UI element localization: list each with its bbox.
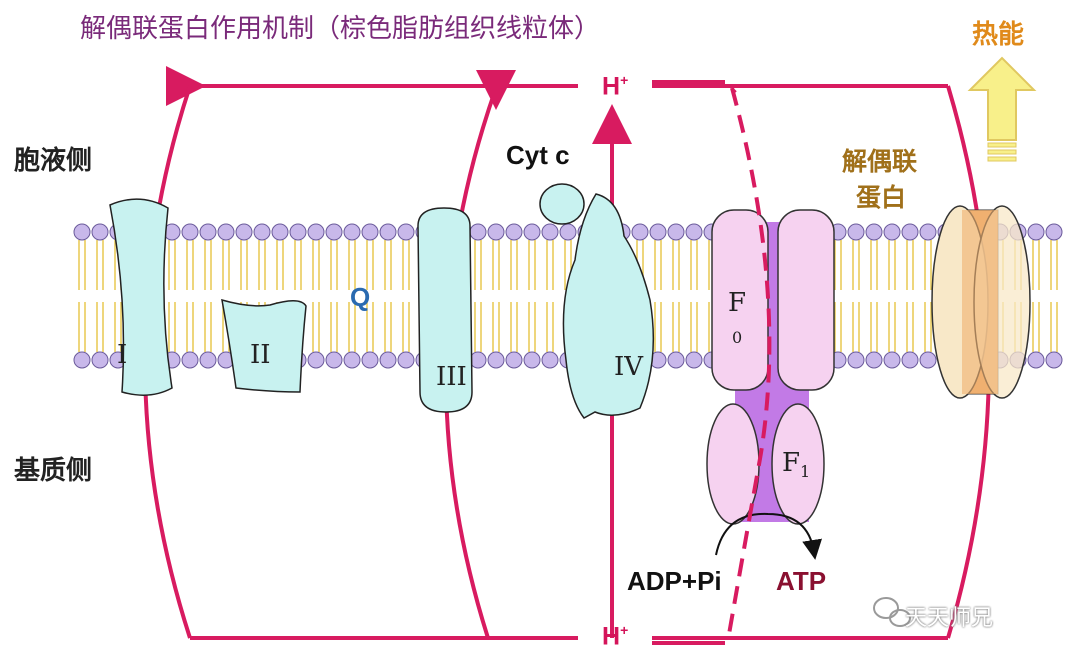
f0-subscript: 0 [732,328,743,347]
atp-label: ATP [776,566,827,596]
cytosol-side-label: 胞液侧 [14,146,93,176]
cyt-c-label: Cyt c [506,140,570,170]
complex-4-shape [562,193,655,419]
complex-3-label: III [436,362,467,392]
matrix-side-label: 基质侧 [14,456,93,486]
complex-3-shape [417,207,473,413]
atp-synthase [706,209,835,560]
watermark: 天天师兄 [905,606,994,631]
complex-2-shape [221,298,307,393]
uncoupling-protein [931,205,1031,399]
ucp-label-line2: 蛋白 [856,183,907,212]
heat-arrow-icon [967,56,1037,162]
complex-2-label: II [250,340,271,370]
h-plus-top: H+ [602,72,629,101]
adp-pi-label: ADP+Pi [627,566,722,596]
heat-label: 热能 [972,20,1025,50]
wechat-icon [873,597,911,627]
page-title: 解偶联蛋白作用机制（棕色脂肪组织线粒体） [80,14,601,44]
f1-label: F1 [782,448,811,482]
f0-label: F [728,288,747,318]
h-plus-bottom: H+ [602,622,629,651]
q-label: Q [350,282,371,312]
complex-4-label: IV [614,352,644,382]
cyt-c-shape [539,183,585,225]
complex-1-label: I [117,340,128,370]
proton-path-dashed [726,87,772,641]
ucp-label-line1: 解偶联 [842,147,918,176]
complex-1-shape [109,198,173,396]
